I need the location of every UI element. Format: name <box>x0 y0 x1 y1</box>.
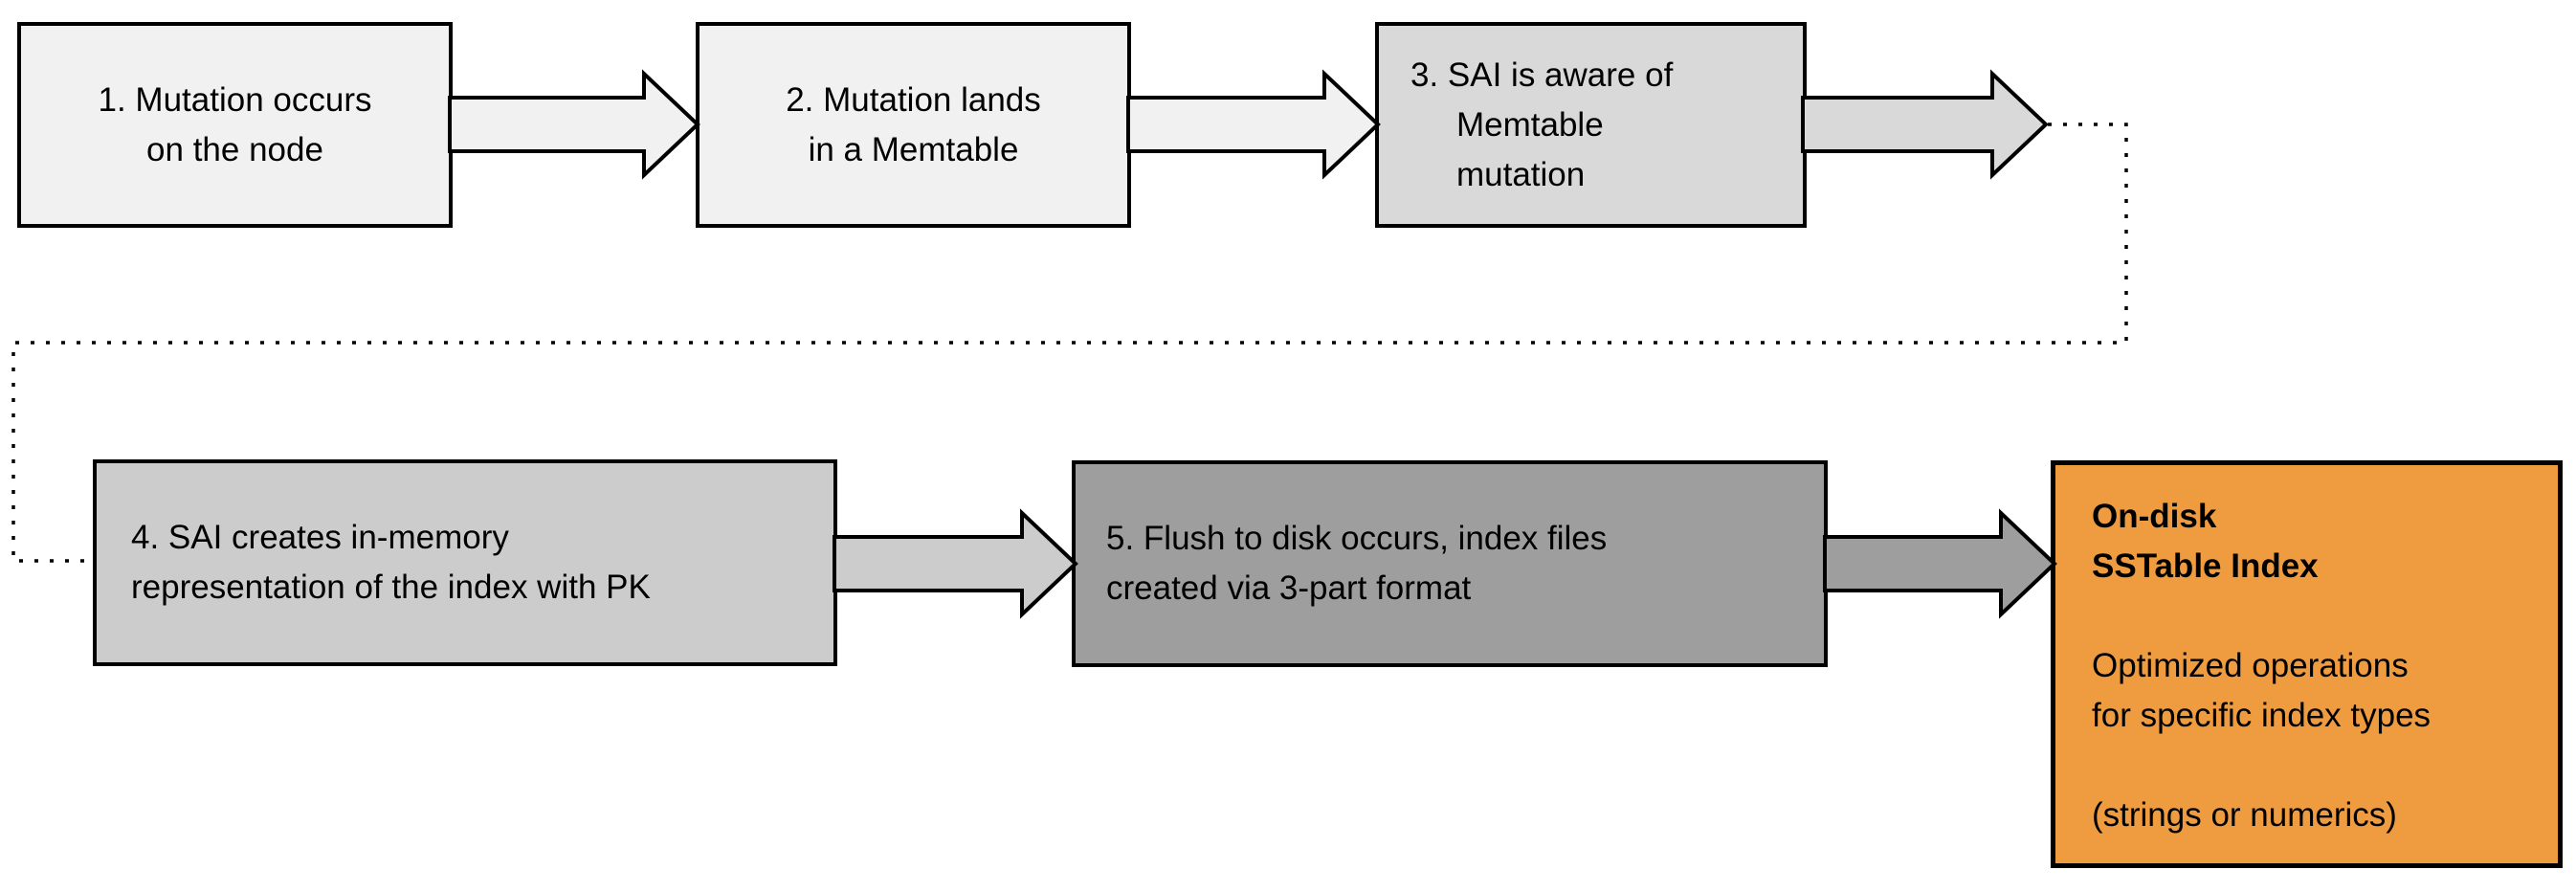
step4-line-2: representation of the index with PK <box>131 569 651 606</box>
step3-line-3: mutation <box>1456 155 1586 193</box>
step5-line-2: created via 3-part format <box>1106 569 1472 607</box>
result-box: On-disk SSTable Index Optimized operatio… <box>2051 460 2563 868</box>
step-box-2: 2. Mutation lands in a Memtable <box>696 22 1131 228</box>
result-note: (strings or numerics) <box>2092 796 2397 834</box>
result-title-line-1: On-disk <box>2092 498 2217 535</box>
result-title-line-2: SSTable Index <box>2092 547 2319 585</box>
arrow-step5-result-icon <box>1823 508 2057 619</box>
step3-line-1: 3. SAI is aware of <box>1410 56 1674 94</box>
step5-line-1: 5. Flush to disk occurs, index files <box>1106 520 1608 557</box>
arrow-step1-step2-icon <box>448 69 700 180</box>
result-body-line-1: Optimized operations <box>2092 647 2409 684</box>
step4-line-1: 4. SAI creates in-memory <box>131 519 509 556</box>
arrow-step4-step5-icon <box>833 508 1078 619</box>
step1-line-2: on the node <box>146 130 323 168</box>
step-box-1: 1. Mutation occurs on the node <box>17 22 453 228</box>
result-body: Optimized operations for specific index … <box>2092 641 2535 741</box>
step-box-3: 3. SAI is aware of Memtable mutation <box>1375 22 1807 228</box>
arrow-step3-connector-icon <box>1801 69 2049 180</box>
step2-line-1: 2. Mutation lands <box>786 80 1041 119</box>
arrow-step2-step3-icon <box>1126 69 1381 180</box>
step-box-5: 5. Flush to disk occurs, index files cre… <box>1072 460 1828 667</box>
result-body-line-2: for specific index types <box>2092 697 2432 734</box>
result-title: On-disk SSTable Index <box>2092 492 2535 591</box>
step1-line-1: 1. Mutation occurs <box>98 80 372 119</box>
step2-line-2: in a Memtable <box>808 130 1019 168</box>
step3-line-2: Memtable <box>1456 105 1604 144</box>
step-box-4: 4. SAI creates in-memory representation … <box>93 459 837 666</box>
